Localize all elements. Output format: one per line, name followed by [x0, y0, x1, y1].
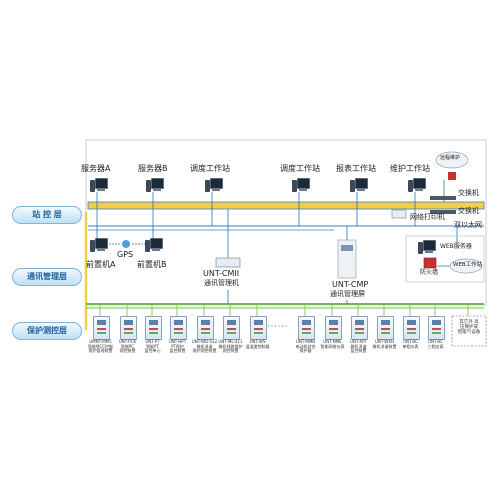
ethernet-bus-1	[87, 201, 485, 210]
protection-device-label: UNT-WD-S12 微机消谐 保护测控装置	[191, 339, 218, 354]
protection-device-icon	[197, 316, 214, 340]
protection-device-label: UNT-MMB 电动机综合 保护器	[295, 339, 316, 354]
protection-device-icon	[428, 316, 445, 340]
web-server-icon	[418, 240, 436, 254]
cmp-display	[341, 245, 353, 251]
protection-device-icon	[250, 316, 267, 340]
cmii-model-label: UNT-CMII	[203, 269, 240, 278]
maint-ws-label: 维护工作站	[390, 164, 430, 173]
cmii-shape	[215, 257, 241, 268]
protection-device-icon	[298, 316, 315, 340]
firewall-shape	[423, 257, 437, 269]
protection-device-label: UNT-HPT PT保护 监控装置	[168, 339, 187, 354]
protection-device-icon	[145, 316, 162, 340]
protection-device-label: UNT-WXH 微机消谐装置	[372, 339, 397, 349]
protection-device-label: UNT-BC 单相仪表	[402, 339, 419, 349]
report-ws-label: 报表工作站	[336, 164, 376, 173]
cmp-model-label: UNT-CMP	[332, 280, 369, 289]
protection-device-icon	[223, 316, 240, 340]
red-router-shape	[448, 172, 456, 180]
server-a-label: 服务器A	[81, 164, 111, 173]
fep-b-icon	[145, 238, 163, 252]
dual-ethernet-label: 双以太网	[454, 221, 482, 229]
device-drops	[99, 304, 469, 316]
protection-device-icon	[325, 316, 342, 340]
remote-maint-label: 远程维护	[440, 155, 461, 161]
layer-protect: 保护测控层	[12, 322, 82, 340]
protection-device-icon	[351, 316, 368, 340]
third-party-label: 其它外 高 压保护或 智能气设备	[457, 320, 481, 336]
cmp-name-label: 通讯管理屏	[330, 290, 365, 298]
protection-device-label: UNT-PT 智能PT 监控单元	[144, 339, 161, 354]
printer-shape	[391, 209, 407, 219]
server-b-label: 服务器B	[138, 164, 168, 173]
protection-device-icon	[120, 316, 137, 340]
protection-device-label: UNT-ML-411 微机线路保护 测控装置	[218, 339, 243, 354]
dispatch-ws-1-icon	[205, 178, 223, 192]
remote-maint-cloud	[435, 151, 469, 169]
web-workstation-label: WEB工作站	[453, 262, 483, 268]
switch-1-shape	[430, 196, 456, 200]
third-party-frame	[451, 315, 487, 347]
server-a-icon	[90, 178, 108, 192]
layer-station: 站 控 层	[12, 206, 82, 224]
dispatch-ws-2-icon	[292, 178, 310, 192]
fep-a-icon	[90, 238, 108, 252]
gps-label: GPS	[117, 250, 134, 259]
switch-1-label: 交换机	[458, 189, 479, 197]
printer-label: 网络打印机	[410, 213, 445, 221]
maint-ws-icon	[408, 178, 426, 192]
protection-device-label: UNT-PCK 智能PC 测控装置	[118, 339, 137, 354]
fep-b-label: 前置机B	[137, 260, 167, 269]
protection-device-label: UNT-NME 智能网络仪表	[320, 339, 345, 349]
protection-device-icon	[93, 316, 110, 340]
protection-device-label: UNT-BC 三相仪表	[427, 339, 444, 349]
web-server-label: WEB服务器	[440, 243, 472, 250]
firewall-label: 防火墙	[420, 269, 439, 276]
dispatch-ws-2-label: 调度工作站	[280, 164, 320, 173]
protection-device-label: UNT-XPT 微机消谐 监控装置	[350, 339, 367, 354]
fep-a-label: 前置机A	[86, 260, 116, 269]
dispatch-ws-1-label: 调度工作站	[190, 164, 230, 173]
protection-device-icon	[377, 316, 394, 340]
server-b-icon	[146, 178, 164, 192]
switch-2-shape	[430, 210, 456, 214]
cmii-name-label: 通讯管理机	[204, 279, 239, 287]
web-area-frame	[405, 235, 485, 283]
protection-device-icon	[403, 316, 420, 340]
gps-shape	[122, 240, 130, 248]
layer-comm: 通讯管理层	[12, 268, 82, 286]
protection-device-icon	[170, 316, 187, 340]
protection-device-label: UMNT-MM5 智能MCC控制 保护管理装置	[87, 339, 114, 354]
switch-2-label: 交换机	[458, 207, 479, 215]
protection-device-label: UNT-WS 温湿度控制器	[245, 339, 270, 349]
report-ws-icon	[350, 178, 368, 192]
